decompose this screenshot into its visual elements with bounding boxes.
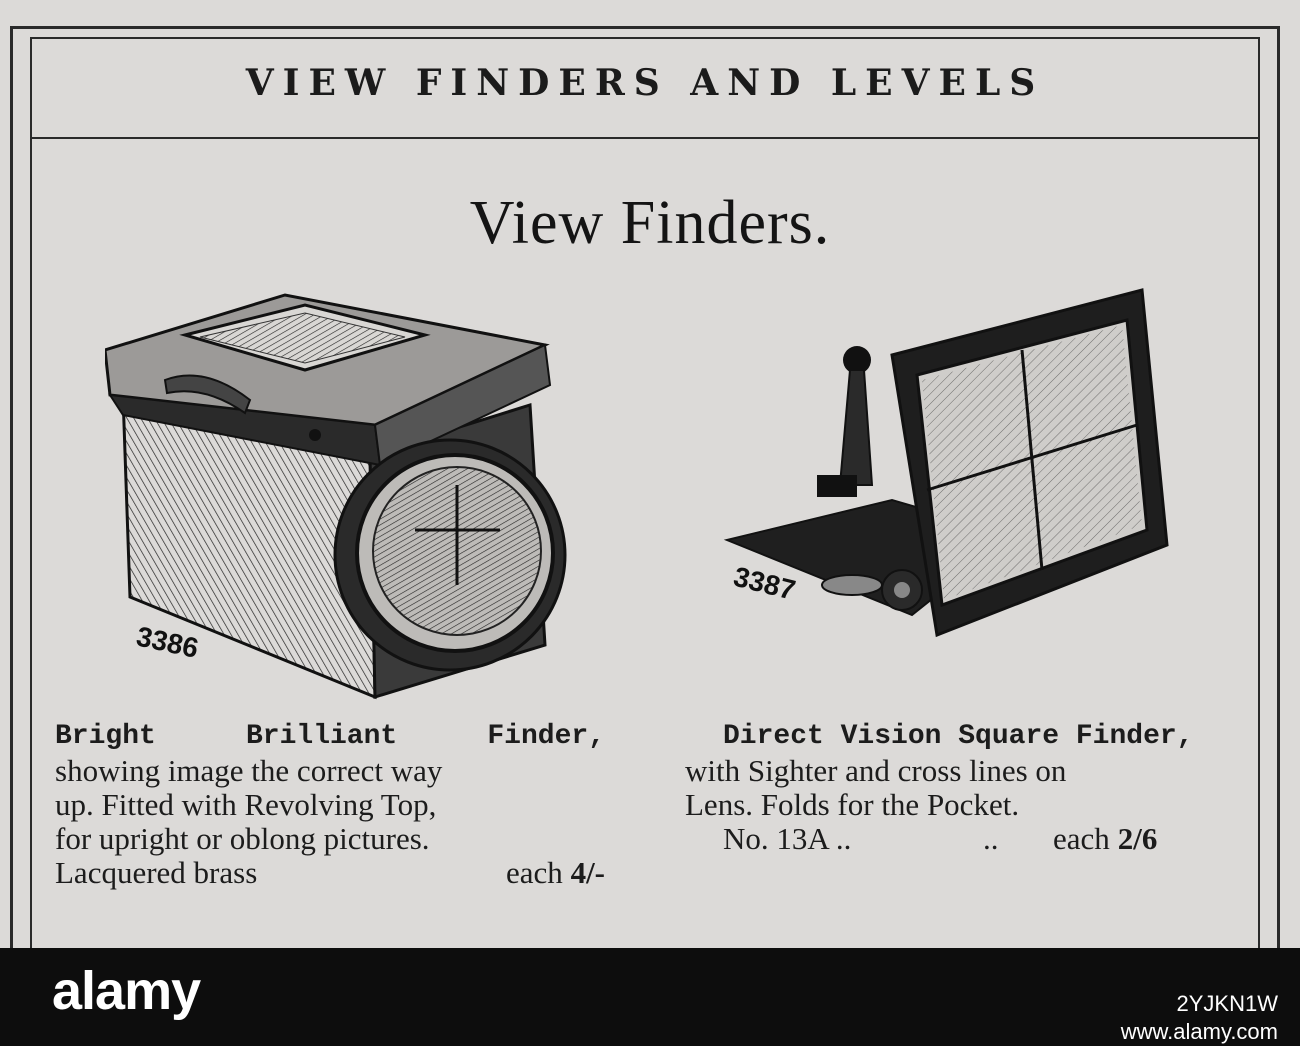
price-line: Lacquered brass each 4/- [55, 856, 605, 890]
description-line: showing image the correct way [55, 753, 443, 788]
heading-word: Bright [55, 721, 156, 752]
product-number-3387: 3387 [731, 561, 799, 606]
price-value: 2/6 [1117, 821, 1158, 856]
page-header: VIEW FINDERS AND LEVELS [245, 62, 1045, 104]
price-each: each [506, 855, 563, 890]
watermark-id: 2YJKN1W www.alamy.com [1121, 990, 1278, 1046]
description-line: for upright or oblong pictures. [55, 821, 430, 856]
description-line: Lens. Folds for the Pocket. [685, 787, 1020, 822]
description-line: with Sighter and cross lines on [685, 753, 1067, 788]
outer-border [10, 26, 1280, 948]
bright-brilliant-finder-illustration: 3386 [105, 285, 585, 705]
product-number-3386: 3386 [134, 621, 201, 664]
heading-word: Brilliant [245, 721, 398, 752]
inner-border [30, 37, 1260, 948]
heading-word: Finder, [487, 721, 605, 752]
alamy-logo: alamy [52, 961, 201, 1021]
price-value: 4/- [570, 855, 605, 890]
product-heading: Bright Brilliant Finder, [55, 720, 605, 754]
price-group: each 4/- [506, 856, 605, 890]
direct-vision-finder-description: Direct Vision Square Finder, with Sighte… [685, 720, 1230, 856]
direct-vision-square-finder-illustration: 3387 [722, 285, 1182, 645]
price-dots: .. [983, 821, 999, 856]
description-line: up. Fitted with Revolving Top, [55, 787, 437, 822]
price-label: No. 13A .. [723, 821, 852, 856]
section-title: View Finders. [469, 189, 831, 257]
watermark-bar [0, 948, 1300, 1036]
watermark-url: www.alamy.com [1120, 1019, 1278, 1044]
price-each: each [1053, 821, 1110, 856]
image-id: 2YJKN1W [1176, 991, 1278, 1016]
catalogue-page: VIEW FINDERS AND LEVELS View Finders. [0, 0, 1300, 948]
header-rule [30, 137, 1260, 139]
price-label: Lacquered brass [55, 855, 258, 890]
product-heading: Direct Vision Square Finder, [723, 721, 1194, 752]
bright-brilliant-finder-description: Bright Brilliant Finder, showing image t… [55, 720, 605, 890]
price-line: No. 13A .. .. each 2/6 [685, 822, 1230, 856]
